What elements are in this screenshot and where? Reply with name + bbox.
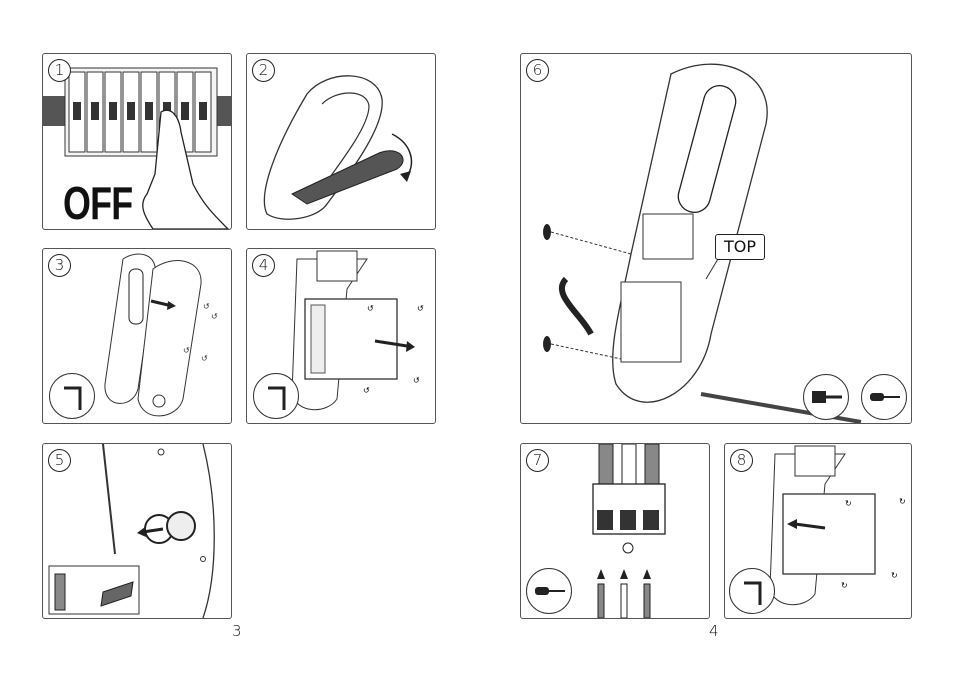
svg-text:↺: ↺ [413, 376, 420, 385]
hex-key-icon [253, 373, 299, 419]
step-2-panel: 2 [246, 53, 436, 230]
svg-text:↺: ↺ [363, 386, 370, 395]
step-3-panel: 3 ↺ ↺ ↺ ↺ [42, 248, 232, 424]
step-number-badge: 2 [252, 59, 275, 82]
cover-removal-illustration [247, 54, 435, 229]
svg-text:↺: ↺ [367, 304, 374, 313]
step-number-badge: 6 [526, 59, 549, 82]
svg-text:↺: ↺ [211, 312, 218, 321]
step-number-badge: 3 [48, 254, 71, 277]
step-5-panel: 5 [42, 443, 232, 619]
page-number-left: 3 [232, 622, 242, 640]
svg-text:↺: ↺ [183, 346, 190, 355]
off-label: OFF [63, 176, 132, 230]
step-1-panel: 1 OFF [42, 53, 232, 230]
step-4-panel: 4 ↺ ↺ ↺ ↺ [246, 248, 436, 424]
step-number-badge: 7 [526, 449, 549, 472]
svg-text:↻: ↻ [891, 571, 898, 580]
cable-gland-illustration [43, 444, 231, 618]
step-number-badge: 4 [252, 254, 275, 277]
hex-key-icon [803, 374, 849, 420]
hex-key-icon [729, 568, 775, 614]
svg-text:↺: ↺ [417, 304, 424, 313]
step-7-panel: 7 [520, 443, 710, 619]
screwdriver-icon [861, 374, 907, 420]
hex-key-icon [49, 373, 95, 419]
svg-text:↻: ↻ [845, 499, 852, 508]
svg-text:↻: ↻ [841, 581, 848, 590]
step-number-badge: 8 [730, 449, 753, 472]
top-label: TOP [715, 234, 765, 260]
step-6-panel: 6 TOP [520, 53, 912, 424]
svg-text:↺: ↺ [203, 302, 210, 311]
step-number-badge: 1 [48, 59, 71, 82]
svg-text:↺: ↺ [201, 354, 208, 363]
step-number-badge: 5 [48, 449, 71, 472]
svg-text:↻: ↻ [899, 497, 906, 506]
page-number-right: 4 [709, 622, 719, 640]
step-8-panel: 8 ↻ ↻ ↻ ↻ [724, 443, 912, 619]
screwdriver-icon [526, 568, 572, 614]
